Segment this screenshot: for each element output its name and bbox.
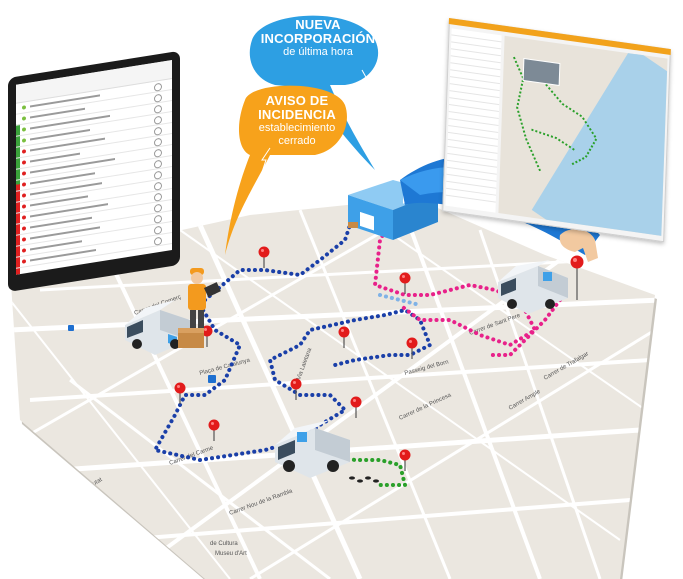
desktop-order-list [445,28,502,213]
desktop-map [498,35,668,236]
route-pink [372,213,538,348]
incident-title-1: AVISO DE [265,93,329,108]
map-pin-icon [174,382,186,404]
driver-tablet [8,50,180,293]
incident-bubble [225,85,347,255]
map-pin-icon [570,255,584,300]
tablet-screen [16,60,172,275]
new-order-text: NUEVA INCORPORACIÓN de última hora [258,18,378,59]
map-pin-icon [290,378,302,400]
bubble-arrow [361,69,373,89]
courier-person-icon [178,268,221,348]
map-pin-icon [399,272,411,294]
map-pin-icon [338,326,350,348]
new-order-subtitle: de última hora [283,46,353,58]
route-lightblue [378,293,422,307]
bubble-arrow [261,147,271,173]
metro-icon [68,325,216,383]
map-label: de Cultura [210,541,238,547]
map-pin-icon [208,419,220,441]
dispatch-desktop-screen [442,18,671,243]
map-pin-icon [201,325,213,347]
new-order-title-2: INCORPORACIÓN [260,31,376,46]
incident-subtitle-2: cerrado [278,135,316,147]
map-pin-icon [350,396,362,418]
map-pin-icon [406,337,418,359]
incident-subtitle-1: establecimiento [258,122,336,134]
map-pin-icon [258,246,270,268]
map-label: Museu d'Art [215,551,247,557]
desktop-map-routes [513,56,598,172]
map-pin-icon [399,449,411,471]
delivery-van-icon [125,260,568,478]
map-pins [174,246,584,471]
route-green [328,453,408,487]
incident-text: AVISO DE INCIDENCIA establecimiento cerr… [242,94,352,148]
incident-title-2: INCIDENCIA [258,107,336,122]
map-surface [10,198,655,579]
route-blue [151,303,433,463]
map-label: Carrer de la Ciutat [58,477,104,507]
route-pink-2 [488,298,562,357]
footprints [349,476,379,483]
new-order-title-1: NUEVA [295,17,341,32]
